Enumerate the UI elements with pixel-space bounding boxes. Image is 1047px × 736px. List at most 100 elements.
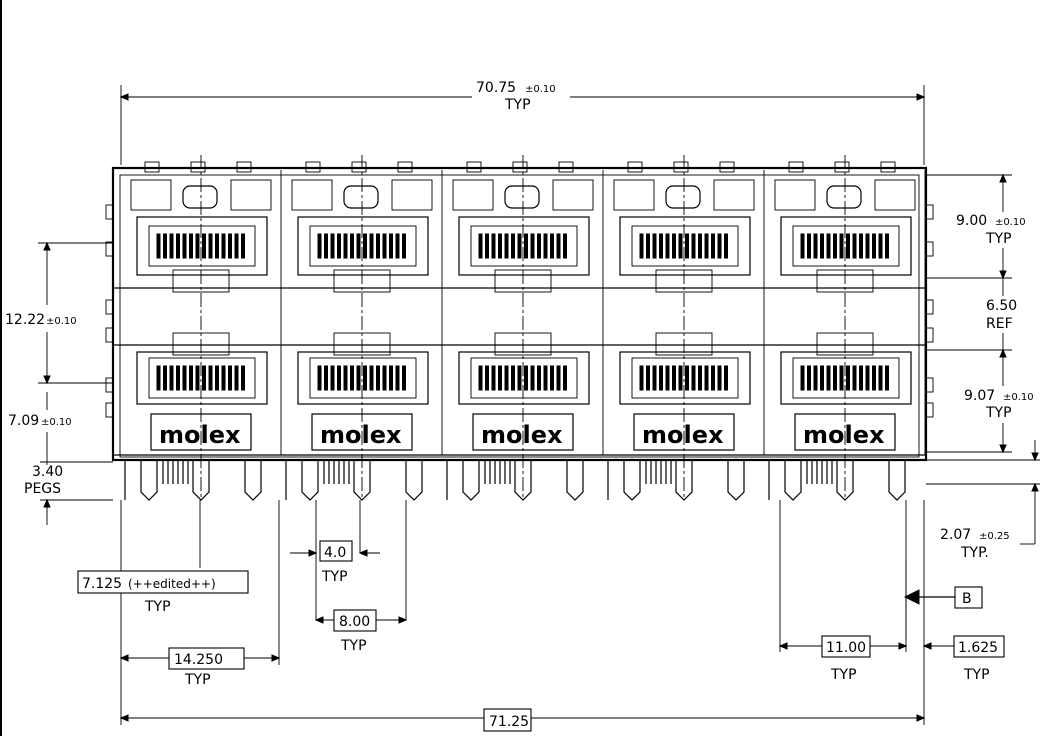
- dim-gap-note: REF: [986, 316, 1013, 332]
- pin-array: [124, 460, 906, 501]
- upper-contact-pin: [846, 233, 850, 259]
- datum-box: [954, 586, 983, 609]
- upper-led-window: [182, 185, 218, 209]
- datum-triangle: [903, 589, 920, 605]
- lower-contact-pin: [556, 365, 561, 391]
- lower-contact-pin: [563, 365, 567, 391]
- lower-contact-pin: [337, 365, 341, 391]
- arrowhead: [119, 654, 129, 662]
- upper-contact-pin: [363, 233, 367, 259]
- arrowhead: [1031, 452, 1039, 462]
- dim-peg-spacing-value: 8.00: [339, 614, 370, 630]
- dim-first-port-edit: (++edited++): [128, 577, 216, 591]
- dim-left-height-value: 12.22: [5, 312, 45, 328]
- upper-contact-pin: [691, 233, 696, 259]
- upper-contact-pin: [195, 233, 200, 259]
- dim-right-pitch-note: TYP: [830, 667, 857, 683]
- mounting-peg: [301, 460, 319, 501]
- top-latch-tab: [236, 161, 252, 173]
- upper-port-inner: [148, 225, 256, 267]
- lower-contact-pin: [330, 365, 335, 391]
- lower-contact-pin: [511, 365, 515, 391]
- dim-pegs-note: PEGS: [24, 481, 61, 497]
- upper-contact-pin: [556, 233, 561, 259]
- lower-contact-pin: [234, 365, 239, 391]
- upper-port-opening: [619, 216, 751, 276]
- lower-contact-pin: [826, 365, 831, 391]
- mounting-peg: [675, 460, 693, 501]
- lower-contact-pin: [646, 365, 650, 391]
- upper-port-opening: [780, 216, 912, 276]
- upper-contact-pin: [234, 233, 239, 259]
- molex-logo-text: molex: [642, 421, 724, 449]
- dim-lower-port-tol: ±0.10: [1003, 392, 1034, 403]
- housing-side-tab-right: [925, 204, 934, 220]
- lower-contact-pin: [872, 365, 876, 391]
- arrowhead: [1031, 482, 1039, 492]
- arrowhead: [271, 654, 281, 662]
- lower-contact-pin: [833, 365, 837, 391]
- upper-contact-pin: [826, 233, 831, 259]
- lower-contact-pin: [498, 365, 502, 391]
- upper-contact-pin: [215, 233, 219, 259]
- dim-pin-length-tol: ±0.25: [979, 531, 1010, 542]
- lower-contact-pin: [395, 365, 400, 391]
- lower-contact-pin: [156, 365, 161, 391]
- dimension-lines: [38, 85, 1040, 725]
- lower-contact-pin: [672, 365, 676, 391]
- upper-contact-pin: [833, 233, 837, 259]
- mounting-peg: [462, 460, 480, 501]
- lower-port-opening: [619, 351, 751, 405]
- dim-first-port-note: TYP: [144, 599, 171, 615]
- arrowhead: [916, 714, 926, 722]
- lower-contact-pin: [885, 365, 889, 391]
- arrowhead: [999, 173, 1007, 183]
- dim-right-pitch-box: [821, 635, 871, 658]
- top-latch-tab: [673, 161, 689, 173]
- lower-contact-pin: [711, 365, 715, 391]
- mounting-peg: [623, 460, 641, 501]
- upper-contact-pin: [202, 233, 206, 259]
- lower-contact-pin: [659, 365, 663, 391]
- upper-contact-pin: [639, 233, 644, 259]
- upper-contact-pin: [324, 233, 328, 259]
- upper-contact-pin: [350, 233, 354, 259]
- upper-port-opening: [458, 216, 590, 276]
- lower-contact-pin: [524, 365, 528, 391]
- lower-contact-pin: [317, 365, 322, 391]
- dim-first-port-value: 7.125: [82, 576, 122, 592]
- lower-contact-pin: [402, 365, 406, 391]
- dim-right-pitch-value: 11.00: [826, 640, 866, 656]
- dim-small-pitch-box: [319, 540, 353, 562]
- upper-contact-pin: [859, 233, 863, 259]
- upper-cage-window: [391, 179, 433, 211]
- molex-logo-text: molex: [803, 421, 885, 449]
- lower-contact-pin: [228, 365, 232, 391]
- upper-cage-window: [713, 179, 755, 211]
- upper-contact-pin: [724, 233, 728, 259]
- lower-contact-pin: [800, 365, 805, 391]
- lower-contact-pin: [639, 365, 644, 391]
- dim-port-pitch-value: 14.250: [174, 652, 223, 668]
- upper-cage-window: [452, 179, 494, 211]
- lower-contact-pin: [176, 365, 180, 391]
- upper-contact-pin: [550, 233, 554, 259]
- mounting-peg: [405, 460, 423, 501]
- lower-contact-pin: [491, 365, 496, 391]
- upper-contact-pin: [337, 233, 341, 259]
- sheet-border: [0, 0, 2, 736]
- lower-port-inner: [309, 357, 417, 399]
- mounting-peg: [514, 460, 532, 501]
- lower-contact-pin: [852, 365, 857, 391]
- lower-contact-pin: [537, 365, 541, 391]
- dim-overall-top-note: TYP: [504, 97, 531, 113]
- upper-contact-pin: [498, 233, 502, 259]
- lower-contact-pin: [504, 365, 509, 391]
- housing-side-tab-left: [105, 299, 114, 315]
- arrowhead: [314, 616, 324, 624]
- dim-pin-length-note: TYP.: [960, 545, 989, 561]
- dim-peg-spacing-note: TYP: [340, 638, 367, 654]
- housing-inner-outline: [119, 174, 920, 458]
- upper-contact-pin: [852, 233, 857, 259]
